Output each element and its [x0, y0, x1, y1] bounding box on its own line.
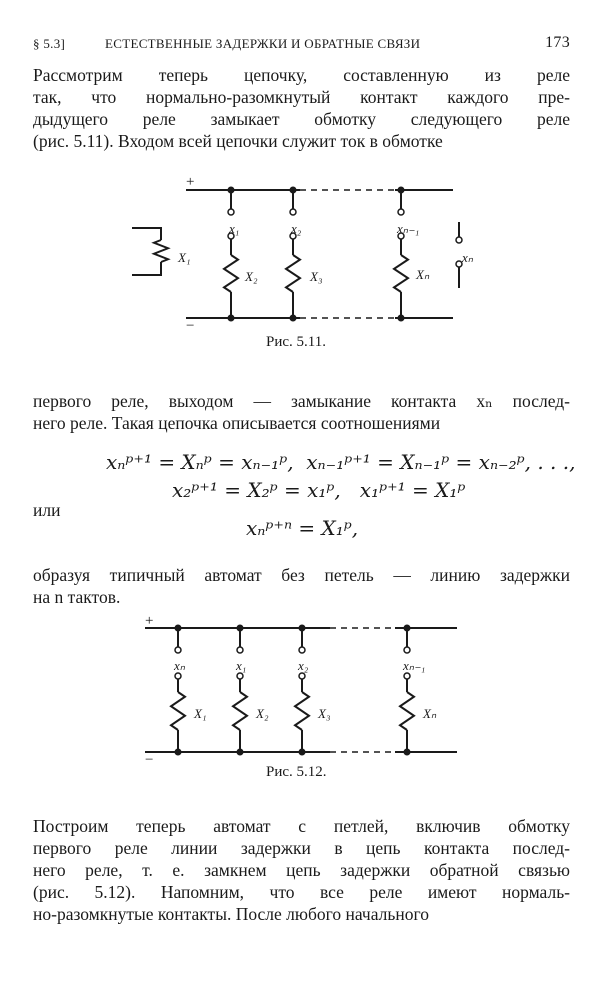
figure-5-11	[132, 186, 463, 322]
contact-terminal	[174, 646, 182, 654]
relay-coil	[398, 691, 416, 731]
contact-label: x₂	[290, 221, 302, 236]
relay-coil	[392, 254, 410, 293]
contact-label: x₁	[235, 658, 246, 673]
contact-terminal	[227, 208, 235, 216]
text-line: Построим теперь автомат с петлей, включи…	[33, 816, 570, 836]
contact-terminal	[236, 672, 244, 680]
coil-label: X₃	[309, 269, 322, 284]
figure-5-12	[145, 624, 457, 756]
text-line: Рассмотрим теперь цепочку, составленную …	[33, 65, 570, 85]
section-number: § 5.3]	[33, 36, 66, 51]
contact-terminal	[236, 646, 244, 654]
figure-5-12-caption: Рис. 5.12.	[266, 764, 327, 780]
wire	[132, 227, 162, 240]
text-line: но-разомкнутые контакты. После любого на…	[33, 904, 429, 924]
contact-terminal	[455, 236, 463, 244]
contact-terminal	[403, 672, 411, 680]
minus-label: −	[186, 318, 194, 334]
formula-3: xₙᵖ⁺ⁿ = X₁ᵖ,	[246, 516, 359, 540]
formula-1: xₙᵖ⁺¹ = Xₙᵖ = xₙ₋₁ᵖ, xₙ₋₁ᵖ⁺¹ = Xₙ₋₁ᵖ = x…	[106, 450, 576, 474]
text-line: образуя типичный автомат без петель — ли…	[33, 565, 570, 585]
plus-label: +	[145, 613, 153, 629]
contact-label: x₂	[297, 658, 309, 673]
relay-coil	[293, 691, 311, 731]
or-word: или	[33, 500, 61, 520]
relay-coil	[169, 691, 187, 731]
input-coil	[151, 239, 171, 263]
contact-label: xₙ	[173, 658, 186, 673]
contact-terminal	[403, 646, 411, 654]
contact-terminal	[298, 672, 306, 680]
wire	[132, 262, 162, 276]
contact-label: xₙ₋₁	[402, 658, 425, 673]
coil-label: X₁	[177, 250, 190, 265]
text-line: (рис. 5.12). Напомним, что все реле имею…	[33, 882, 570, 902]
coil-label: Xₙ	[422, 706, 437, 721]
text-line: дыдущего реле замыкает обмотку следующег…	[33, 109, 570, 129]
contact-terminal	[397, 208, 405, 216]
text-line: первого реле линии задержки в цепь конта…	[33, 838, 570, 858]
page-number: 173	[545, 34, 570, 51]
header-title: ЕСТЕСТВЕННЫЕ ЗАДЕРЖКИ И ОБРАТНЫЕ СВЯЗИ	[105, 36, 421, 51]
contact-label: x₁	[228, 221, 239, 236]
figure-5-11-caption: Рис. 5.11.	[266, 334, 326, 350]
text-line: (рис. 5.11). Входом всей цепочки служит …	[33, 131, 443, 151]
contact-label: xₙ₋₁	[396, 221, 419, 236]
text-line: первого реле, выходом — замыкание контак…	[33, 391, 570, 411]
contact-terminal	[174, 672, 182, 680]
text-line: него реле, т. е. замкнем цепь задержки о…	[33, 860, 570, 880]
contact-terminal	[289, 208, 297, 216]
coil-label: X₂	[244, 269, 258, 284]
coil-label: X₁	[193, 706, 206, 721]
coil-label: X₂	[255, 706, 269, 721]
text-line: на n тактов.	[33, 587, 121, 607]
text-line: так, что нормально-разомкнутый контакт к…	[33, 87, 570, 107]
text-line: него реле. Такая цепочка описывается соо…	[33, 413, 441, 433]
plus-label: +	[186, 174, 194, 190]
contact-label: xₙ	[461, 250, 474, 265]
relay-coil	[231, 691, 249, 731]
coil-label: X₃	[317, 706, 330, 721]
minus-label: −	[145, 752, 153, 768]
relay-coil	[222, 254, 240, 293]
coil-label: Xₙ	[415, 267, 430, 282]
relay-coil	[284, 254, 302, 293]
formula-2: x₂ᵖ⁺¹ = X₂ᵖ = x₁ᵖ, x₁ᵖ⁺¹ = X₁ᵖ	[172, 478, 466, 502]
contact-terminal	[298, 646, 306, 654]
